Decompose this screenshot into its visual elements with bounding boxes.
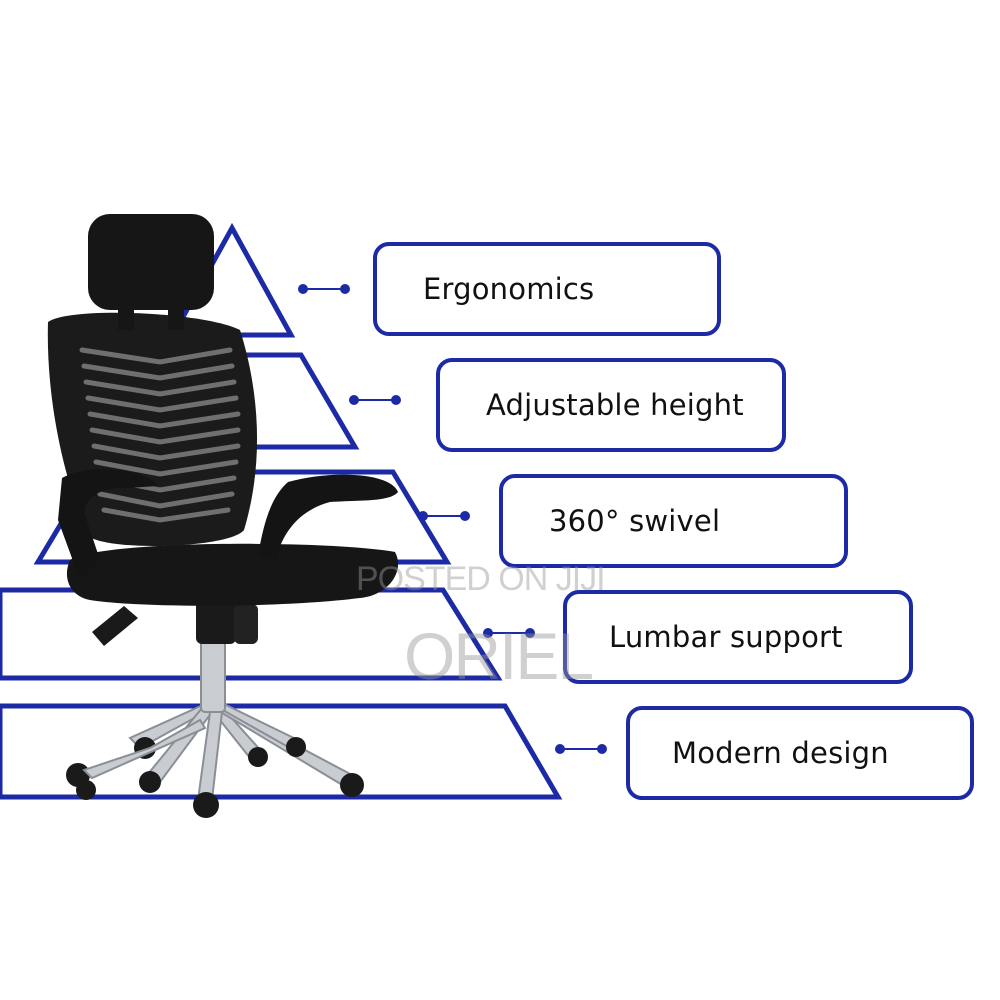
connector-dots-icon [555,744,607,754]
feature-box-lumbar-support: Lumbar support [563,590,913,684]
connector-dots-icon [483,628,535,638]
feature-label: Modern design [672,736,889,770]
watermark-line-1: POSTED ON JIJI [356,560,606,598]
feature-label: Adjustable height [486,388,744,422]
pyramid-layer-5 [0,703,563,800]
feature-box-modern-design: Modern design [626,706,974,800]
pyramid-layer-4 [0,587,503,681]
pyramid-layer-3 [33,469,452,565]
watermark-line-2: ORIEL [404,619,594,693]
connector-dots-icon [418,511,470,521]
feature-label: Ergonomics [423,272,595,306]
feature-box-adjustable-height: Adjustable height [436,358,786,452]
feature-label: 360° swivel [549,504,721,538]
connector-dots-icon [349,395,401,405]
feature-box-ergonomics: Ergonomics [373,242,721,336]
feature-box-360-swivel: 360° swivel [499,474,848,568]
connector-dots-icon [298,284,350,294]
feature-label: Lumbar support [609,620,843,654]
office-chair-image [47,214,399,818]
